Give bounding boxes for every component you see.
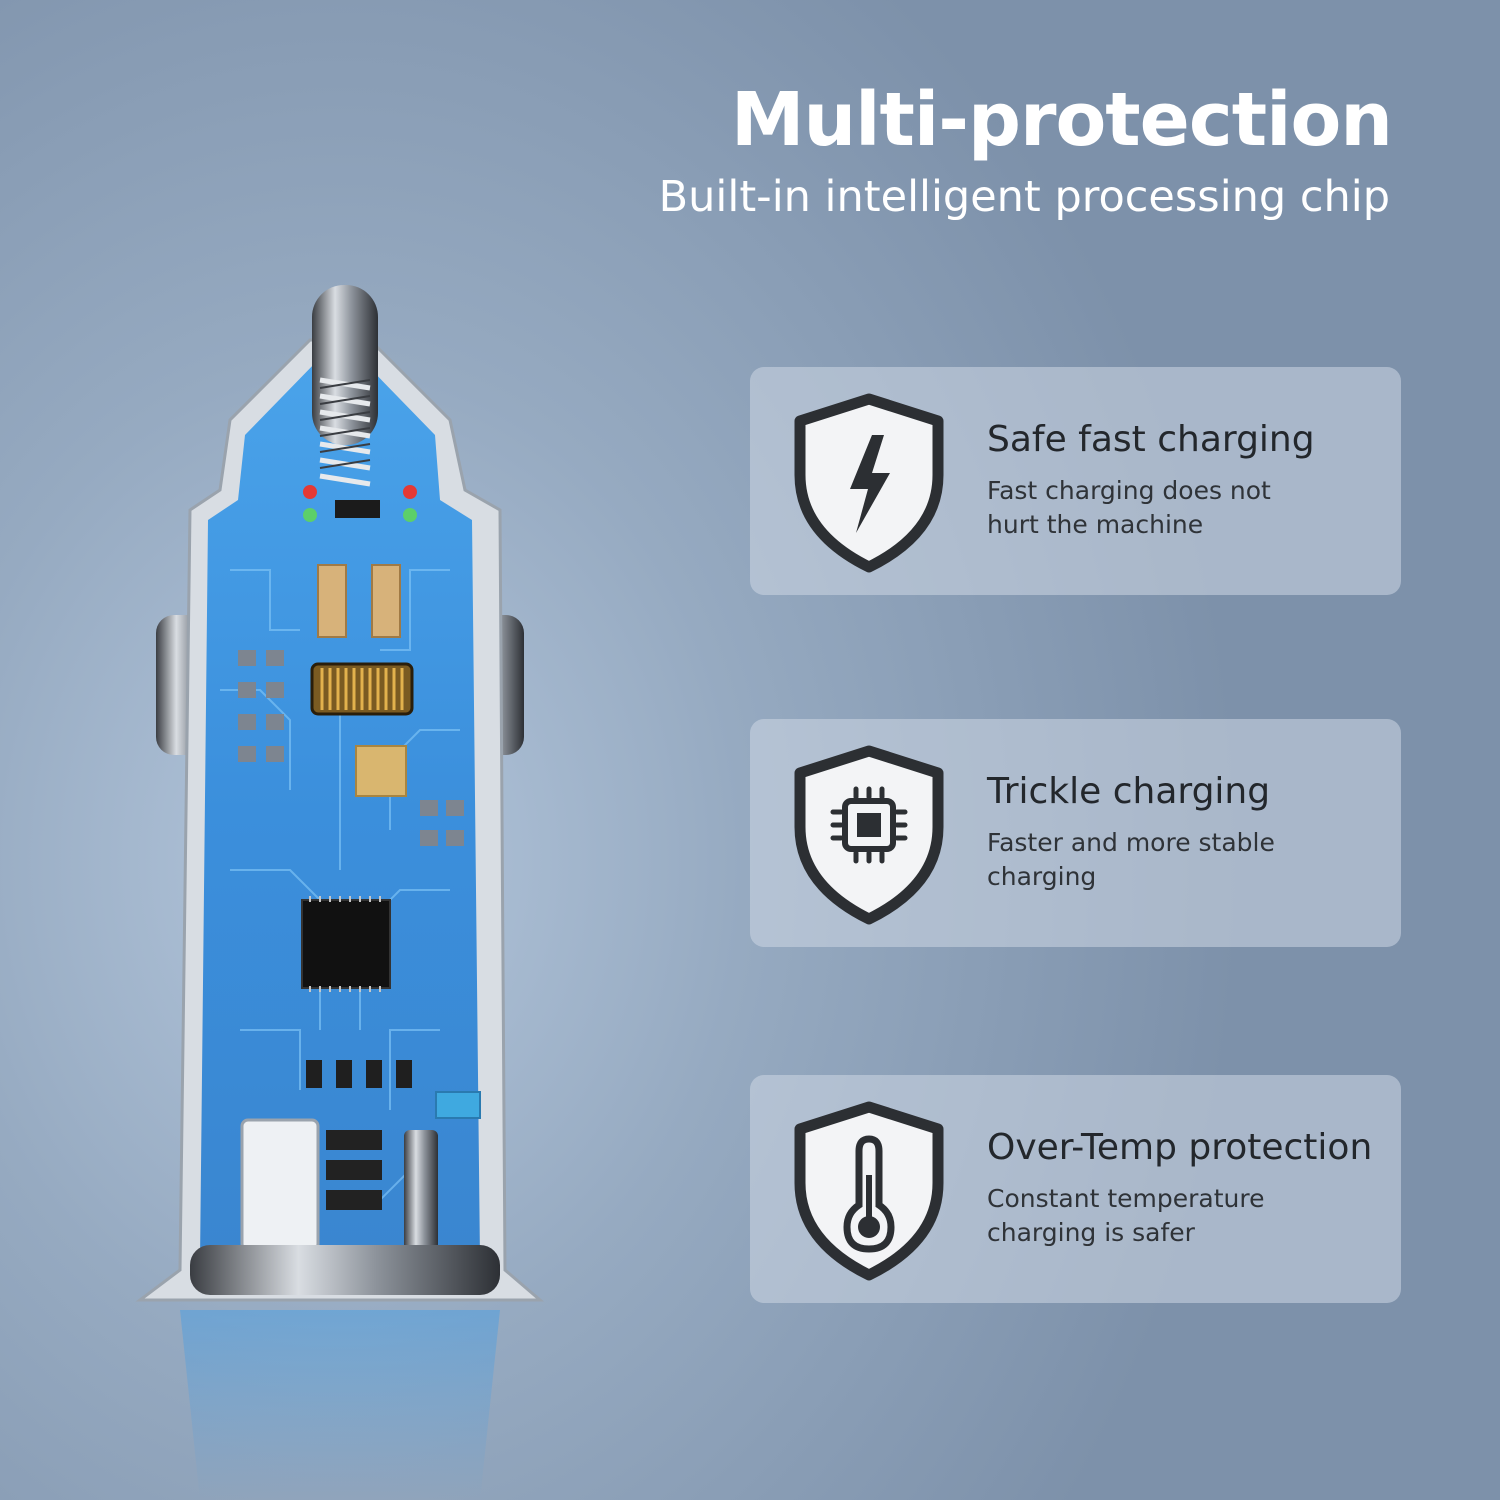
car-charger-illustration [135,285,545,1500]
page-title: Multi-protection [730,77,1393,163]
lightning-shield-icon [794,393,944,573]
chip-shield-icon [794,745,944,925]
processing-chip [301,899,391,989]
feature-card-over-temp-protection: Over-Temp protection Constant temperatur… [750,1075,1401,1303]
thermometer-shield-icon [794,1101,944,1281]
feature-description: Faster and more stable charging [987,828,1275,892]
feature-description: Fast charging does not hurt the machine [987,476,1271,540]
feature-title: Trickle charging [987,771,1271,812]
page-subtitle: Built-in intelligent processing chip [658,172,1390,222]
feature-title: Safe fast charging [987,419,1315,460]
charger-base [190,1245,500,1295]
feature-title: Over-Temp protection [987,1127,1373,1168]
feature-card-safe-fast-charging: Safe fast charging Fast charging does no… [750,367,1401,595]
feature-description: Constant temperature charging is safer [987,1184,1265,1248]
usb-c-port [240,1118,320,1252]
feature-card-trickle-charging: Trickle charging Faster and more stable … [750,719,1401,947]
